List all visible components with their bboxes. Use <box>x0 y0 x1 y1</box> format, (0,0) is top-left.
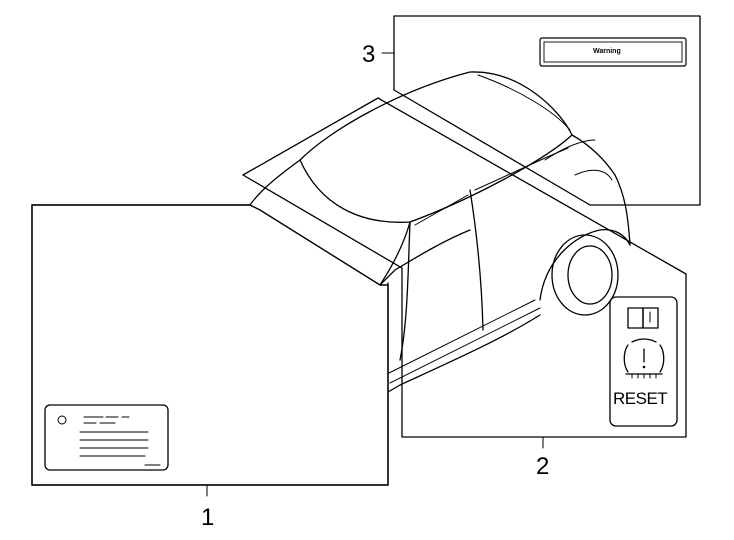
callout-number-3: 3 <box>362 41 375 68</box>
callout-number-1: 1 <box>201 504 214 531</box>
warning-label-text: Warning <box>593 48 621 55</box>
callout-panel-2: RESET 2 <box>242 97 687 480</box>
tire-pressure-warning-icon <box>623 338 665 379</box>
callout-panel-3: Warning 3 <box>362 15 701 206</box>
callout-number-2: 2 <box>536 453 549 480</box>
book-icon <box>627 307 659 329</box>
callout-panel-1: 1 <box>31 204 389 531</box>
warning-label <box>539 37 687 67</box>
reset-text: RESET <box>613 389 667 408</box>
vehicle-info-label-icon <box>44 404 169 471</box>
